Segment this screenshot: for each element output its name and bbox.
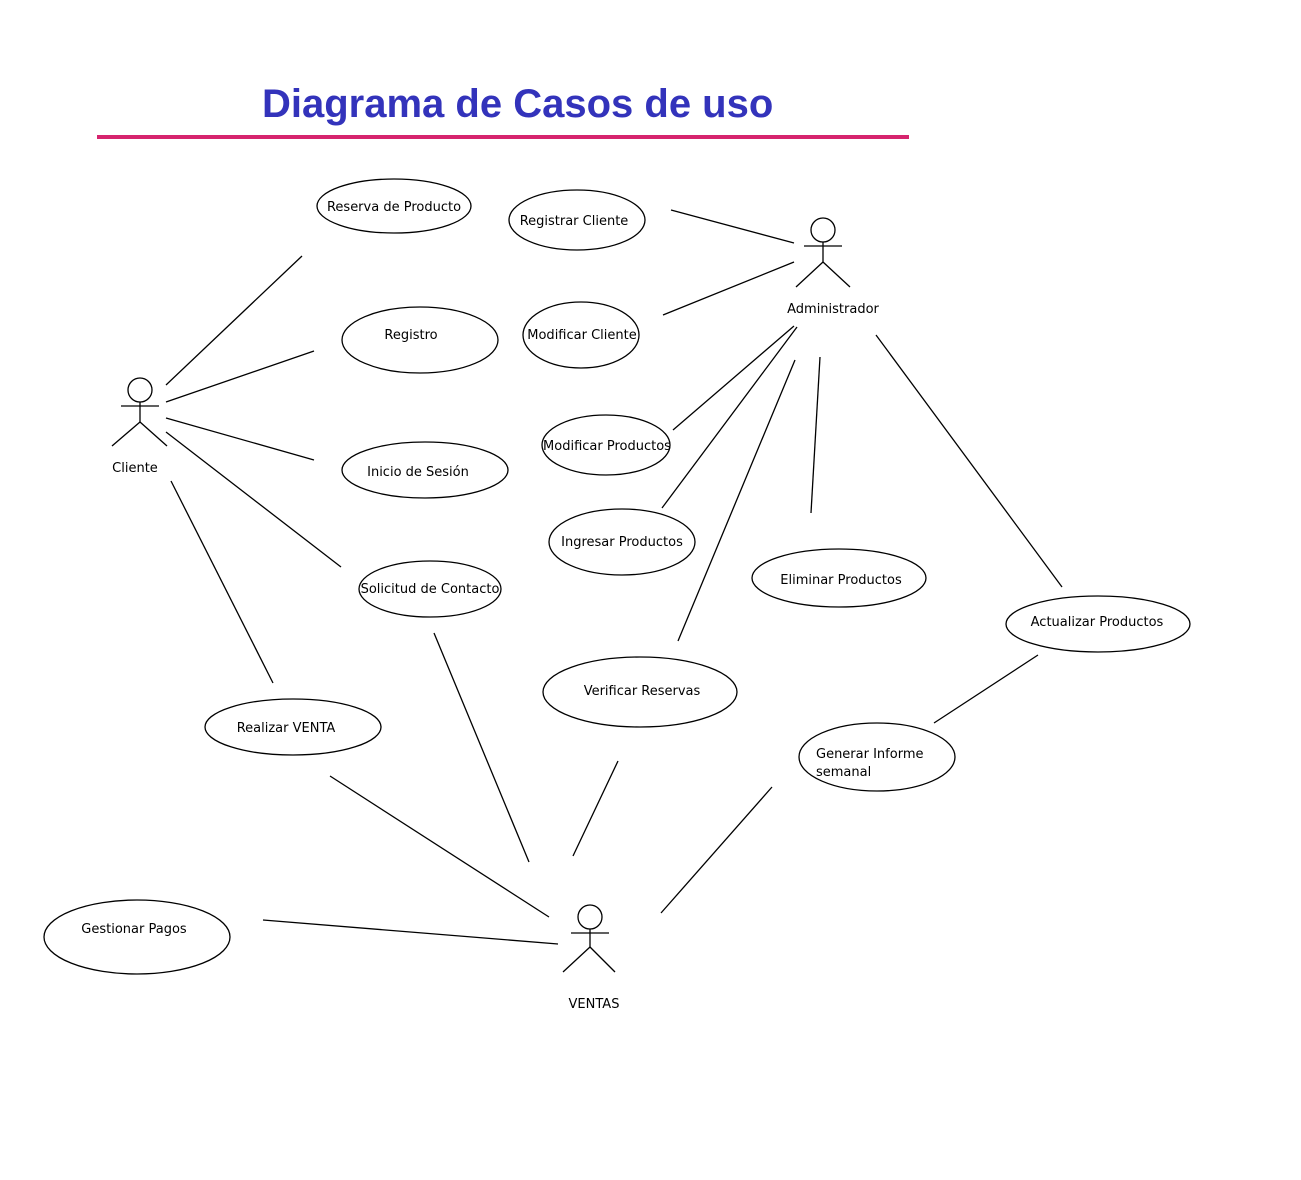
use-case-ingresar-productos: Ingresar Productos: [548, 508, 696, 576]
use-case-label: Eliminar Productos: [780, 573, 902, 588]
actor-cliente: Cliente: [111, 377, 168, 476]
use-case-registro: Registro: [341, 306, 499, 374]
use-case-label: Actualizar Productos: [1031, 615, 1164, 630]
use-case-modificar-cliente: Modificar Cliente: [522, 301, 640, 369]
use-case-label: Verificar Reservas: [584, 684, 701, 699]
use-case-eliminar-productos: Eliminar Productos: [751, 548, 927, 608]
association-ventas-solicitud: [433, 632, 530, 863]
stick-figure-icon: [562, 904, 616, 973]
association-admin-modificar-productos: [672, 325, 795, 431]
use-case-modificar-productos: Modificar Productos: [541, 414, 671, 476]
use-case-realizar-venta: Realizar VENTA: [204, 698, 382, 756]
association-ventas-generar-informe: [660, 786, 773, 914]
actor-administrador: Administrador: [787, 217, 880, 317]
association-cliente-registro: [165, 350, 315, 403]
association-admin-registrar-cliente: [670, 209, 795, 244]
associations: [165, 209, 1063, 945]
page-title: Diagrama de Casos de uso: [262, 82, 773, 126]
use-case-label: Inicio de Sesión: [367, 465, 469, 480]
stick-figure-icon: [111, 377, 168, 447]
association-ventas-verificar-reservas: [572, 760, 619, 857]
use-case-gestionar-pagos: Gestionar Pagos: [43, 899, 231, 975]
use-case-reserva-producto: Reserva de Producto: [316, 178, 472, 234]
use-case-label: Reserva de Producto: [327, 200, 461, 215]
association-cliente-realizar-venta: [170, 480, 274, 684]
use-case-label: Modificar Cliente: [527, 328, 636, 343]
association-actualizar-generar-informe: [933, 654, 1039, 724]
use-case-label: Realizar VENTA: [237, 721, 336, 736]
use-case-actualizar-productos: Actualizar Productos: [1005, 595, 1191, 653]
use-case-generar-informe: Generar Informe semanal: [798, 722, 956, 792]
use-case-label: Generar Informe: [816, 747, 923, 762]
use-case-registrar-cliente: Registrar Cliente: [508, 189, 646, 251]
use-case-label: Registrar Cliente: [520, 214, 629, 229]
use-case-label-line2: semanal: [816, 765, 871, 780]
use-case-label: Ingresar Productos: [561, 535, 683, 550]
association-admin-actualizar-productos: [875, 334, 1063, 588]
actor-ventas: VENTAS: [562, 904, 620, 1012]
association-ventas-realizar-venta: [329, 775, 550, 918]
actor-label: Cliente: [112, 461, 158, 476]
association-cliente-solicitud: [165, 431, 342, 568]
stick-figure-icon: [795, 217, 851, 288]
association-admin-ingresar-productos: [661, 326, 798, 509]
actor-label: VENTAS: [569, 997, 620, 1012]
association-cliente-reserva: [165, 255, 303, 386]
use-case-label: Solicitud de Contacto: [361, 582, 500, 597]
association-cliente-inicio-sesion: [165, 417, 315, 461]
use-case-label: Modificar Productos: [543, 439, 671, 454]
association-admin-eliminar-productos: [810, 356, 821, 514]
use-case-solicitud-contacto: Solicitud de Contacto: [358, 560, 502, 618]
use-case-inicio-sesion: Inicio de Sesión: [341, 441, 509, 499]
association-admin-verificar-reservas: [677, 359, 796, 642]
association-ventas-gestionar-pagos: [262, 919, 559, 945]
use-case-label: Registro: [384, 328, 437, 343]
use-case-label: Gestionar Pagos: [81, 922, 187, 937]
use-case-verificar-reservas: Verificar Reservas: [542, 656, 738, 728]
association-admin-modificar-cliente: [662, 261, 795, 316]
actor-label: Administrador: [787, 302, 879, 317]
